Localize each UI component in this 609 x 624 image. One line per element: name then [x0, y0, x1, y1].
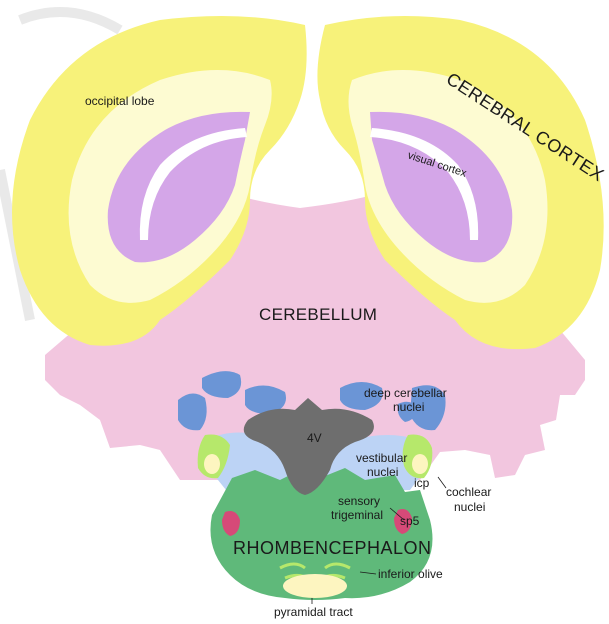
- label-cerebellum: CEREBELLUM: [259, 305, 377, 324]
- label-cochlear-2: nuclei: [454, 500, 485, 514]
- label-sp5: sp5: [400, 514, 420, 528]
- label-occipital-lobe: occipital lobe: [85, 94, 155, 108]
- label-pyramidal-tract: pyramidal tract: [274, 605, 353, 619]
- label-deep-cerebellar-1: deep cerebellar: [364, 386, 447, 400]
- cochlear-left: [204, 454, 220, 474]
- label-inferior-olive: inferior olive: [378, 567, 443, 581]
- label-deep-cerebellar-2: nuclei: [393, 400, 424, 414]
- label-4v: 4V: [307, 431, 322, 445]
- label-cochlear-1: cochlear: [446, 485, 491, 499]
- pyramidal-tract-shape: [283, 574, 347, 598]
- label-vestibular-1: vestibular: [356, 451, 407, 465]
- label-sensory-1: sensory: [338, 494, 380, 508]
- cochlear-right: [412, 454, 428, 474]
- label-sensory-2: trigeminal: [331, 508, 383, 522]
- label-icp: icp: [414, 476, 430, 490]
- label-vestibular-2: nuclei: [367, 465, 398, 479]
- label-rhombencephalon: RHOMBENCEPHALON: [233, 538, 432, 558]
